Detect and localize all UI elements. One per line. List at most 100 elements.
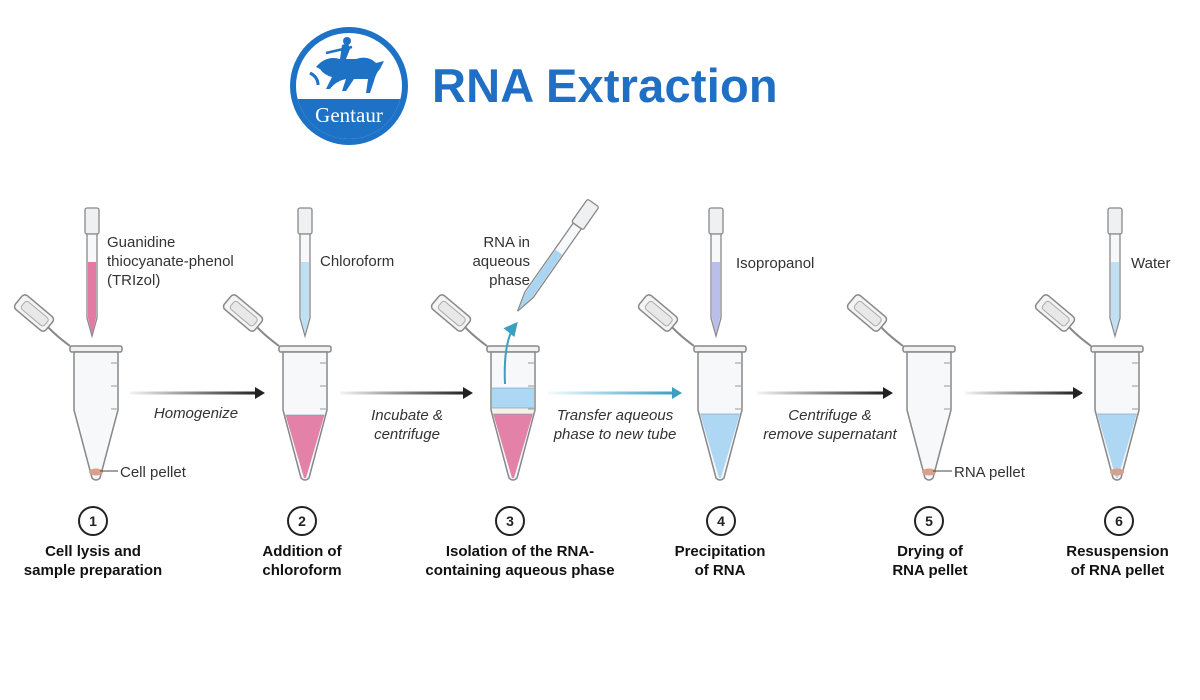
liquid-trizol <box>285 415 325 478</box>
tube-cap-inner <box>437 300 466 327</box>
tube-rim <box>902 345 956 353</box>
pellet <box>89 468 103 476</box>
pellet-label-cell: Cell pellet <box>120 464 186 481</box>
tube-rim <box>693 345 747 353</box>
pellet-label-rna: RNA pellet <box>954 464 1025 481</box>
liquid-isopropanol-mix <box>700 414 740 478</box>
pipette-1 <box>84 207 100 339</box>
microtube-1 <box>13 294 123 481</box>
microtube-6 <box>1034 294 1144 481</box>
microtube-5 <box>846 294 956 481</box>
microtube-4 <box>637 294 747 481</box>
reagent-line: thiocyanate-phenol <box>107 253 234 270</box>
reagent-line: RNA in <box>483 234 530 251</box>
caption-line: of RNA pellet <box>1070 562 1165 579</box>
tube-cap-inner <box>229 300 258 327</box>
process-arrow-5 <box>965 391 1075 395</box>
pipette-6 <box>1107 207 1123 339</box>
step-number-6: 6 <box>1104 506 1134 536</box>
step-caption-6: Resuspension of RNA pellet <box>1045 542 1190 580</box>
transition-label-transfer: Transfer aqueous phase to new tube <box>545 406 685 444</box>
reagent-label-chloroform: Chloroform <box>320 253 395 270</box>
reagent-line: phase <box>489 272 530 289</box>
step-number-1: 1 <box>78 506 108 536</box>
pipette-liquid <box>88 262 96 334</box>
process-arrow-4 <box>757 391 885 395</box>
reagent-label-trizol: Guanidine thiocyanate-phenol (TRIzol) <box>107 233 234 290</box>
process-arrow-5-head <box>1073 387 1083 399</box>
step-caption-3: Isolation of the RNA- containing aqueous… <box>420 542 620 580</box>
caption-line: of RNA <box>694 562 746 579</box>
tube-cap-inner <box>20 300 49 327</box>
process-arrow-2-head <box>463 387 473 399</box>
pipette-2 <box>297 207 313 339</box>
tube-rim <box>486 345 540 353</box>
step-number-4: 4 <box>706 506 736 536</box>
process-arrow-3 <box>548 391 674 395</box>
transition-line: centrifuge <box>374 426 440 443</box>
caption-line: Isolation of the RNA- <box>445 543 595 560</box>
caption-line: RNA pellet <box>892 562 968 579</box>
reagent-line: Guanidine <box>107 234 176 251</box>
transition-line: Incubate & <box>371 407 443 424</box>
transition-line: Centrifuge & <box>788 407 872 424</box>
step-caption-2: Addition of chloroform <box>232 542 372 580</box>
microtube-2 <box>222 294 332 481</box>
microtube-3 <box>430 294 540 481</box>
tube-cap-inner <box>1041 300 1070 327</box>
step-number-2: 2 <box>287 506 317 536</box>
liquid-aqueous-phase <box>492 388 534 408</box>
step-caption-1: Cell lysis and sample preparation <box>13 542 173 580</box>
tube-cap-inner <box>644 300 673 327</box>
pipette-top <box>708 207 724 235</box>
tube-cap-inner <box>853 300 882 327</box>
tube-rim <box>278 345 332 353</box>
transition-label-homogenize: Homogenize <box>153 405 239 422</box>
pellet <box>1110 468 1124 476</box>
centaur-emblem-icon <box>309 37 384 93</box>
pipette-top <box>1107 207 1123 235</box>
tube-body <box>73 351 119 481</box>
pipette-top <box>84 207 100 235</box>
page-title: RNA Extraction <box>432 59 778 112</box>
reagent-label-water: Water <box>1131 255 1171 272</box>
caption-line: sample preparation <box>23 562 163 579</box>
caption-line: containing aqueous phase <box>425 562 615 579</box>
caption-line: chloroform <box>262 562 342 579</box>
pipette-3 <box>516 199 599 312</box>
reagent-line: aqueous <box>472 253 530 270</box>
caption-line: Drying of <box>897 543 963 560</box>
process-arrow-3-head <box>672 387 682 399</box>
transition-label-incubate: Incubate & centrifuge <box>352 406 462 444</box>
liquid-water <box>1097 414 1137 478</box>
pellet <box>922 468 936 476</box>
pipette-liquid <box>518 249 563 310</box>
process-arrow-2 <box>340 391 465 395</box>
caption-line: Cell lysis and <box>45 543 141 560</box>
tube-body <box>906 351 952 481</box>
pipette-liquid <box>712 262 720 334</box>
transition-line: Transfer aqueous <box>556 407 674 424</box>
process-arrow-4-head <box>883 387 893 399</box>
gentaur-logo: Gentaur <box>290 27 408 145</box>
caption-line: Precipitation <box>674 543 766 560</box>
reagent-label-aqueous: RNA in aqueous phase <box>470 233 530 290</box>
transition-label-centrifuge: Centrifuge & remove supernatant <box>755 406 905 444</box>
liquid-interphase <box>492 408 534 414</box>
caption-line: Addition of <box>262 543 342 560</box>
transition-line: remove supernatant <box>763 426 897 443</box>
pipette-liquid <box>301 262 309 334</box>
logo-wordmark: Gentaur <box>315 103 383 127</box>
step-caption-4: Precipitation of RNA <box>650 542 790 580</box>
tube-rim <box>69 345 123 353</box>
process-arrow-1-head <box>255 387 265 399</box>
process-arrow-1 <box>130 391 257 395</box>
pipette-liquid <box>1111 262 1119 334</box>
liquid-organic-phase <box>493 414 533 478</box>
caption-line: Resuspension <box>1066 543 1169 560</box>
step-number-5: 5 <box>914 506 944 536</box>
reagent-label-isopropanol: Isopropanol <box>736 255 815 272</box>
transition-line: phase to new tube <box>553 426 677 443</box>
pipette-top <box>297 207 313 235</box>
